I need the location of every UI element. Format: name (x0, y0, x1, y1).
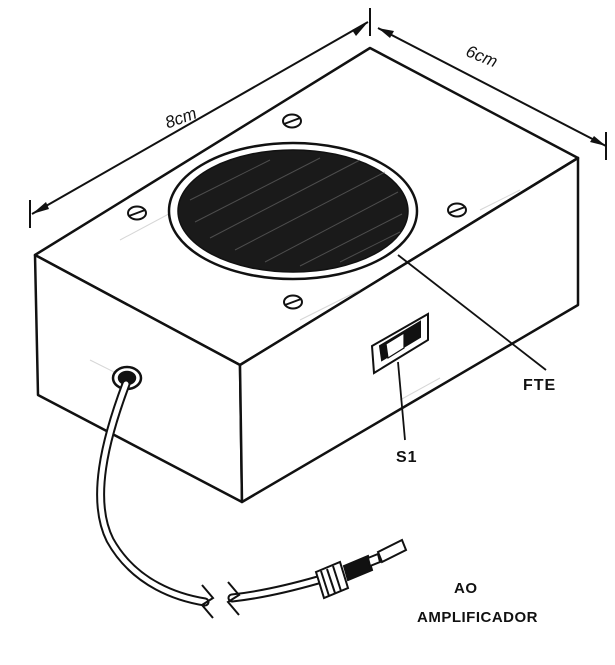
dimension-length (29, 8, 371, 228)
destination-label-line1: AO (454, 580, 478, 597)
screw-bottom-icon (283, 294, 303, 310)
destination-label-line2: AMPLIFICADOR (417, 609, 538, 626)
screw-left-icon (127, 205, 147, 221)
dimension-width (377, 27, 607, 160)
rca-plug-icon (314, 538, 408, 600)
screws (127, 113, 467, 310)
speaker-label: FTE (523, 377, 556, 394)
switch-s1-icon (370, 312, 429, 375)
screw-right-icon (447, 202, 467, 218)
leader-lines (397, 254, 547, 441)
cable (96, 379, 323, 607)
dimension-width-label: 6cm (463, 42, 500, 72)
cable-break-icon (200, 581, 241, 619)
screw-top-icon (282, 113, 302, 129)
speaker-grille (167, 141, 419, 281)
dimension-length-label: 8cm (162, 104, 199, 133)
switch-label: S1 (396, 449, 418, 466)
